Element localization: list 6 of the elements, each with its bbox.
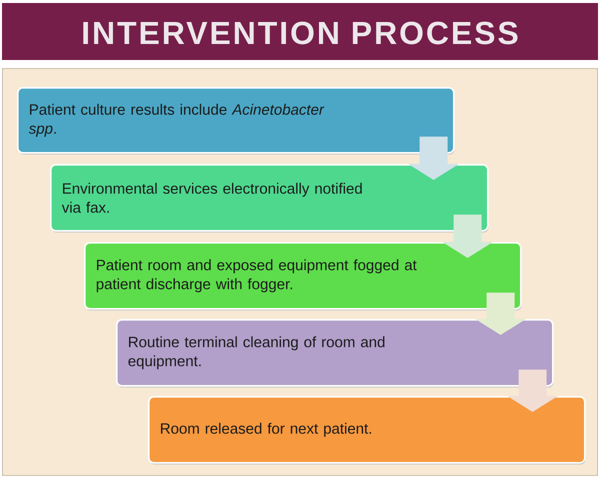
process-box: Environmental services electronically notified via fax.	[50, 164, 489, 232]
title-banner: INTERVENTION PROCESS	[2, 3, 598, 60]
process-box: Routine terminal cleaning of room and equipment.	[116, 319, 554, 388]
process-box: Patient room and exposed equipment fogged at patient discharge with fogger.	[84, 242, 522, 310]
process-box: Patient culture results include Acinetobacter spp.	[17, 87, 455, 154]
process-box: Room released for next patient.	[148, 396, 586, 464]
